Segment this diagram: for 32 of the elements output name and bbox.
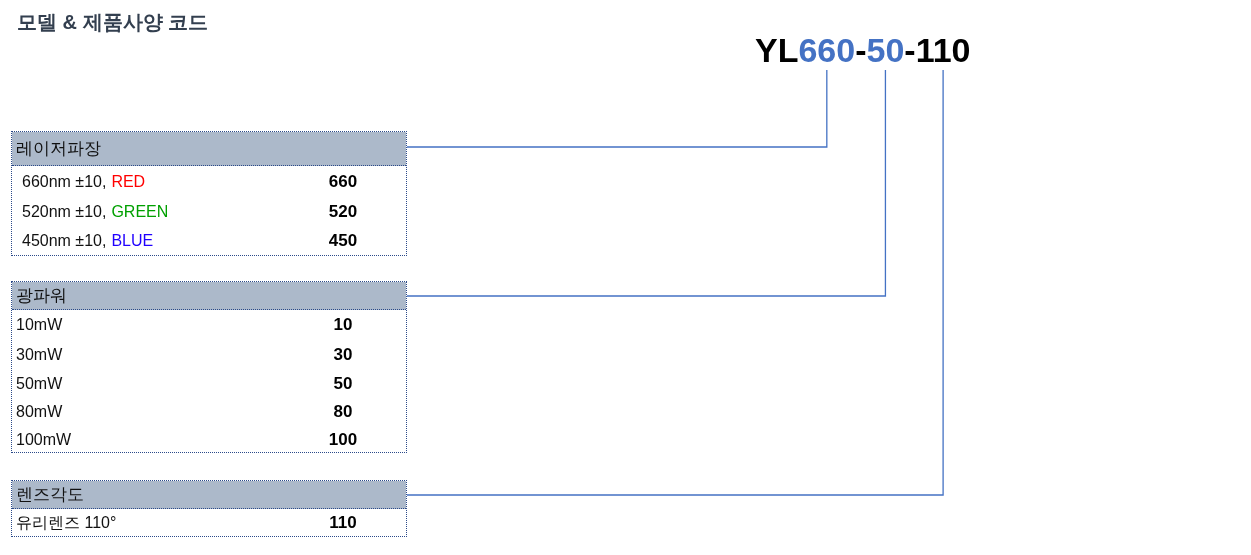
leader-line bbox=[406, 69, 828, 148]
leader-line bbox=[406, 69, 887, 297]
code-value: 30 bbox=[332, 344, 354, 366]
code-value: 10 bbox=[332, 314, 354, 336]
spec-description: 50mW bbox=[16, 375, 63, 392]
code-value: 450 bbox=[327, 230, 359, 252]
code-value: 660 bbox=[327, 171, 359, 193]
code-value: 110 bbox=[328, 512, 358, 534]
spec-description: 10mW bbox=[16, 316, 63, 333]
code-value: 50 bbox=[332, 373, 354, 395]
table-header: 레이저파장 bbox=[12, 132, 406, 166]
table-header: 광파워 bbox=[12, 282, 406, 310]
spec-table bbox=[11, 281, 407, 453]
table-header: 렌즈각도 bbox=[12, 481, 406, 509]
model-code: YL660-50-110 bbox=[755, 30, 971, 70]
spec-description: 80mW bbox=[16, 403, 63, 420]
spec-description: 100mW bbox=[16, 431, 72, 448]
code-value: 520 bbox=[327, 201, 359, 223]
spec-description: 660nm ±10, bbox=[22, 173, 107, 190]
code-value: 80 bbox=[332, 401, 354, 423]
leader-line bbox=[406, 69, 944, 496]
color-name: RED bbox=[111, 173, 146, 190]
color-name: BLUE bbox=[111, 232, 154, 249]
spec-table bbox=[11, 480, 407, 537]
code-value: 100 bbox=[327, 429, 359, 451]
spec-description: 450nm ±10, bbox=[22, 232, 107, 249]
spec-description: 520nm ±10, bbox=[22, 203, 107, 220]
diagram-title: 모델 & 제품사양 코드 bbox=[17, 10, 209, 35]
spec-description: 유리렌즈 110° bbox=[16, 514, 117, 531]
spec-table bbox=[11, 131, 407, 256]
color-name: GREEN bbox=[111, 203, 169, 220]
spec-description: 30mW bbox=[16, 346, 63, 363]
